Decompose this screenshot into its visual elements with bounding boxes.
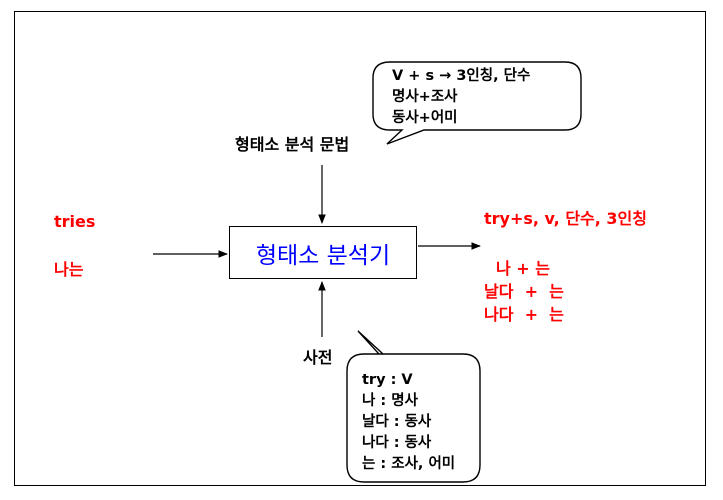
morpheme-analyzer-box: 형태소 분석기 (229, 226, 417, 279)
output-line-ko: 날다 + 는 (484, 282, 564, 301)
dictionary-entry: 나다 : 동사 (362, 435, 432, 451)
analyzer-label: 형태소 분석기 (255, 242, 391, 269)
output-line-en: try+s, v, 단수, 3인칭 (484, 209, 647, 228)
grammar-rule: V + s → 3인칭, 단수 (392, 68, 531, 84)
input-word-en: tries (54, 212, 96, 231)
grammar-label: 형태소 분석 문법 (235, 135, 350, 154)
output-line-ko: 나다 + 는 (484, 305, 564, 324)
output-line-ko: 나 + 는 (496, 259, 550, 278)
grammar-bubble-text: V + s → 3인칭, 단수 명사+조사 동사+어미 (392, 66, 530, 129)
dictionary-entry: 날다 : 동사 (362, 414, 432, 430)
dictionary-label: 사전 (303, 348, 333, 367)
dictionary-entry: try : V (362, 372, 413, 388)
grammar-bubble (372, 61, 582, 145)
dictionary-bubble (346, 330, 481, 483)
dictionary-entry: 는 : 조사, 어미 (362, 456, 456, 472)
grammar-rule: 동사+어미 (392, 110, 458, 126)
dictionary-entry: 나 : 명사 (362, 393, 418, 409)
input-word-ko: 나는 (54, 260, 84, 279)
grammar-rule: 명사+조사 (392, 89, 458, 105)
dictionary-bubble-text: try : V 나 : 명사 날다 : 동사 나다 : 동사 는 : 조사, 어… (362, 370, 455, 475)
diagram-frame (14, 11, 706, 486)
